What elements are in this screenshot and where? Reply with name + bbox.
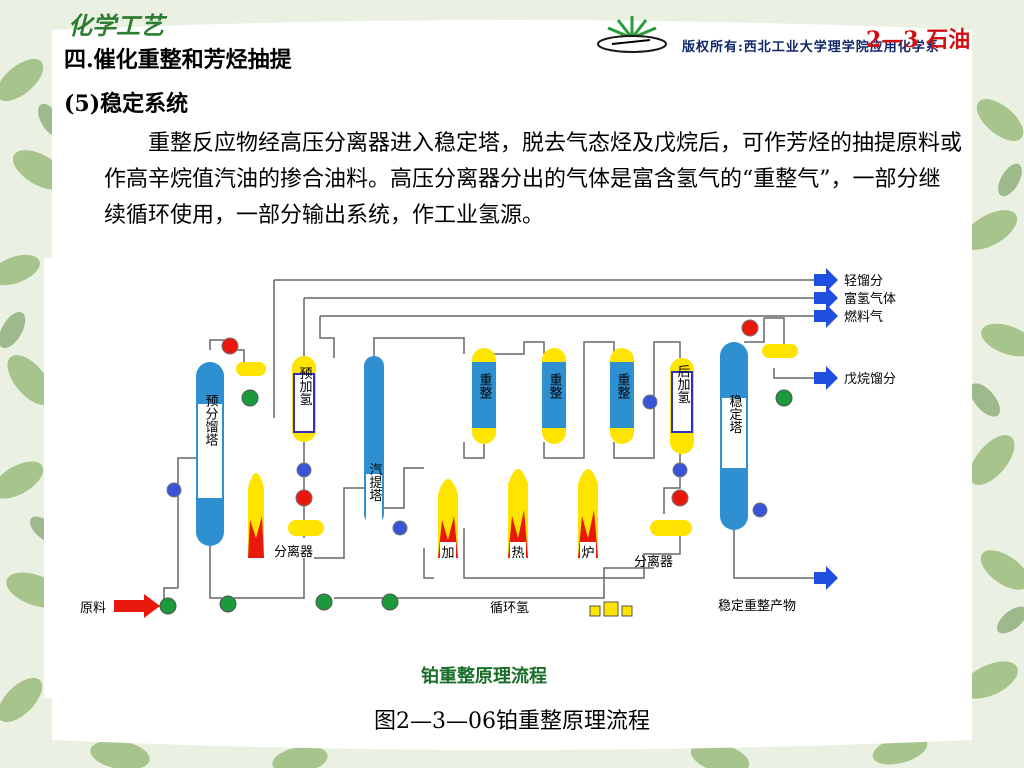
furnace-label-2: 热 [511,546,524,561]
reflux-drum-1 [236,362,266,376]
feed-label: 原料 [80,601,106,616]
reformer-2-label: 重整 [547,372,563,399]
prehydro-reactor-label: 预加氢 [297,367,313,406]
recycle-compressor [589,601,633,617]
diagram-title: 铂重整原理流程 [421,665,547,687]
separator-2 [650,520,692,536]
furnace-label-1: 加 [441,546,454,561]
label-pentane-fraction: 戊烷馏分 [844,372,896,387]
label-hydrogen-rich-gas: 富氢气体 [844,291,896,307]
product-label: 稳定重整产物 [718,598,796,614]
output-arrow-hydrogen [814,286,838,310]
feed-arrow [114,594,160,618]
reflux-drum-2 [762,344,798,358]
reforming-flow-diagram: 轻馏分 富氢气体 燃料气 戊烷馏分 原料 预分馏塔 预加氢 汽提塔 重整 重整 [44,258,924,698]
section-title: 四.催化重整和芳烃抽提 [64,47,292,73]
heat-exchangers [221,319,759,507]
label-light-fraction: 轻馏分 [844,274,883,289]
output-arrow-product [814,566,838,590]
recycle-hydrogen-label: 循环氢 [490,601,529,616]
pumps-blue [166,394,768,536]
prefractionation-tower-label: 预分馏塔 [203,394,219,446]
separator-1-label: 分离器 [274,544,313,560]
course-logo-text: 化学工艺 [68,11,164,40]
output-arrow-fuel-gas [814,304,838,328]
separator-1 [288,520,324,536]
subsection-title: (5)稳定系统 [64,91,189,117]
reformer-3-label: 重整 [615,372,631,399]
copyright-text: 版权所有:西北工业大学理学院应用化学系 [682,40,940,55]
reformer-reactors: 重整 重整 重整 [472,348,634,444]
post-hydro-label: 后加氢 [675,365,691,404]
university-emblem-icon [597,16,667,53]
furnaces [248,469,598,558]
body-paragraph: 重整反应物经高压分离器进入稳定塔，脱去气态烃及戊烷后，可作芳烃的抽提原料或作高辛… [104,131,963,228]
output-arrows [814,268,838,590]
furnace-label-3: 炉 [581,546,594,561]
separator-2-label: 分离器 [634,554,673,570]
reformer-1-label: 重整 [477,372,493,399]
label-fuel-gas: 燃料气 [844,309,883,325]
chapter-label: 2—3 石油 [866,27,971,53]
stripper-tower-label: 汽提塔 [367,463,383,502]
output-arrow-light-fraction [814,268,838,292]
output-arrow-pentane [814,366,838,390]
figure-caption: 图2—3—06铂重整原理流程 [374,709,650,734]
stabilizer-tower-label: 稳定塔 [727,394,743,434]
pumps-green [159,389,793,615]
